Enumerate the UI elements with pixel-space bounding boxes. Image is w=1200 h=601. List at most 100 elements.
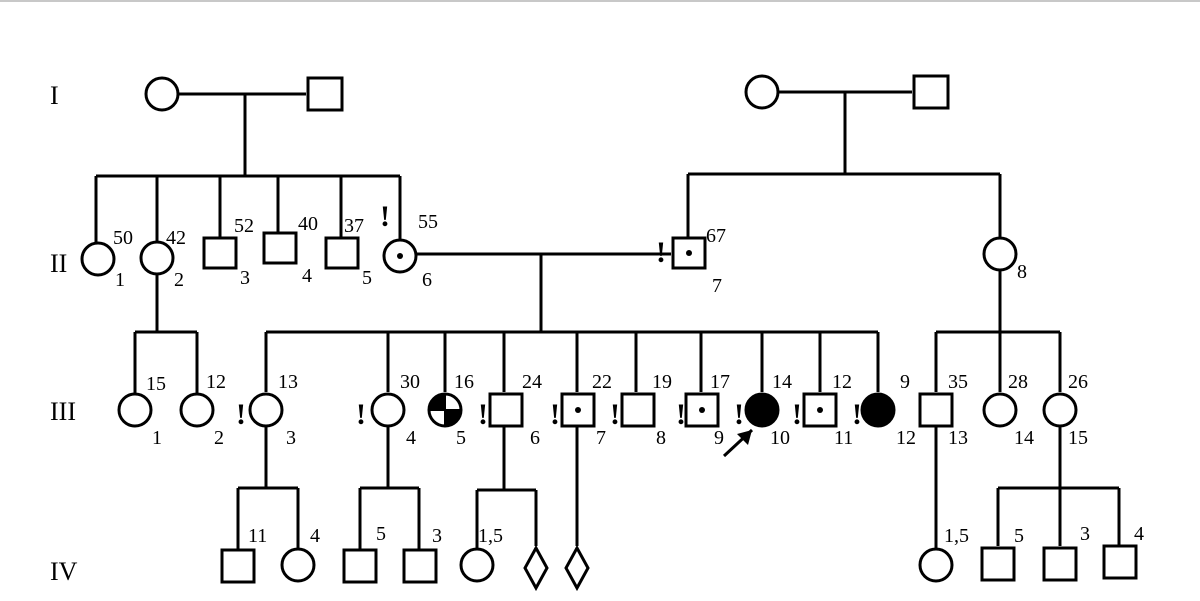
age-label: 50 [113,227,133,249]
male-symbol [1102,544,1138,580]
exclamation-mark: ! [380,200,390,233]
individual-number: 9 [714,427,724,449]
age-label: 26 [1068,371,1088,393]
pedigree-lines [94,90,1121,549]
male-symbol [402,548,438,584]
generation-label-ii: II [50,249,67,278]
individual-number: 2 [214,427,224,449]
individual-number: 3 [240,267,250,289]
individual-number: 8 [1017,261,1027,283]
age-label: 19 [652,371,672,393]
individual-number: 2 [174,269,184,291]
age-label: 67 [706,225,726,247]
male-symbol [262,231,298,265]
male-symbol [202,236,238,270]
top-border [0,0,1200,2]
individual-number: 4 [302,265,312,287]
age-label: 12 [832,371,852,393]
age-label: 1,5 [944,525,969,547]
male-symbol [324,236,360,270]
exclamation-mark: ! [734,398,744,431]
male-symbol [620,392,656,428]
individual-number: 6 [530,427,540,449]
female-symbol [1042,392,1078,428]
generation-label-iv: IV [50,557,78,586]
age-label: 17 [710,371,730,393]
generation-label-i: I [50,81,59,110]
male-symbol [306,76,344,112]
male-symbol [1042,546,1078,582]
age-label: 4 [1134,523,1144,545]
age-label: 28 [1008,371,1028,393]
age-label: 5 [1014,525,1024,547]
age-label: 5 [376,523,386,545]
male-symbol [912,74,950,110]
female-symbol [982,392,1018,428]
carrier-dot [686,250,692,256]
age-label: 12 [206,371,226,393]
individual-number: 14 [1014,427,1034,449]
exclamation-mark: ! [550,398,560,431]
individual-number: 1 [115,269,125,291]
exclamation-mark: ! [676,398,686,431]
individual-number: 7 [712,275,722,297]
individual-number: 8 [656,427,666,449]
individual-number: 6 [422,269,432,291]
individual-number: 15 [1068,427,1088,449]
female-symbol [117,392,153,428]
male-symbol [220,548,256,584]
female-symbol [280,547,316,583]
individual-number: 4 [406,427,416,449]
female-symbol [248,392,284,428]
exclamation-mark: ! [610,398,620,431]
age-label: 52 [234,215,254,237]
female-symbol [459,547,495,583]
age-label: 13 [278,371,298,393]
age-label: 24 [522,371,542,393]
age-label: 40 [298,213,318,235]
male-symbol [488,392,524,428]
age-label: 14 [772,371,792,393]
age-label: 55 [418,211,438,233]
age-label: 42 [166,227,186,249]
carrier-dot [397,253,403,259]
unknown-sex-diamond-icon [564,544,590,592]
age-label: 35 [948,371,968,393]
unknown-sex-diamond-icon [523,544,549,592]
male-symbol [980,546,1016,582]
affected-quadrant [445,410,461,426]
age-label: 9 [900,371,910,393]
affected-female-symbol [744,392,780,428]
carrier-dot [575,407,581,413]
age-label: 1,5 [478,525,503,547]
age-label: 37 [344,215,364,237]
female-symbol [370,392,406,428]
individual-number: 7 [596,427,606,449]
exclamation-mark: ! [656,236,666,269]
individual-number: 11 [834,427,853,449]
age-label: 3 [1080,523,1090,545]
individual-number: 5 [456,427,466,449]
exclamation-mark: ! [852,398,862,431]
female-symbol [918,547,954,583]
individual-number: 3 [286,427,296,449]
age-label: 22 [592,371,612,393]
age-label: 16 [454,371,474,393]
age-label: 11 [248,525,267,547]
individual-number: 1 [152,427,162,449]
carrier-dot [699,407,705,413]
female-symbol [144,76,180,112]
individual-number: 12 [896,427,916,449]
generation-label-iii: III [50,397,76,426]
proband-arrow-head [737,430,752,445]
age-label: 3 [432,525,442,547]
female-symbol [982,236,1018,272]
female-symbol [139,240,175,276]
age-label: 30 [400,371,420,393]
exclamation-mark: ! [236,398,246,431]
individual-number: 5 [362,267,372,289]
age-label: 15 [146,373,166,395]
age-label: 4 [310,525,320,547]
individual-number: 10 [770,427,790,449]
